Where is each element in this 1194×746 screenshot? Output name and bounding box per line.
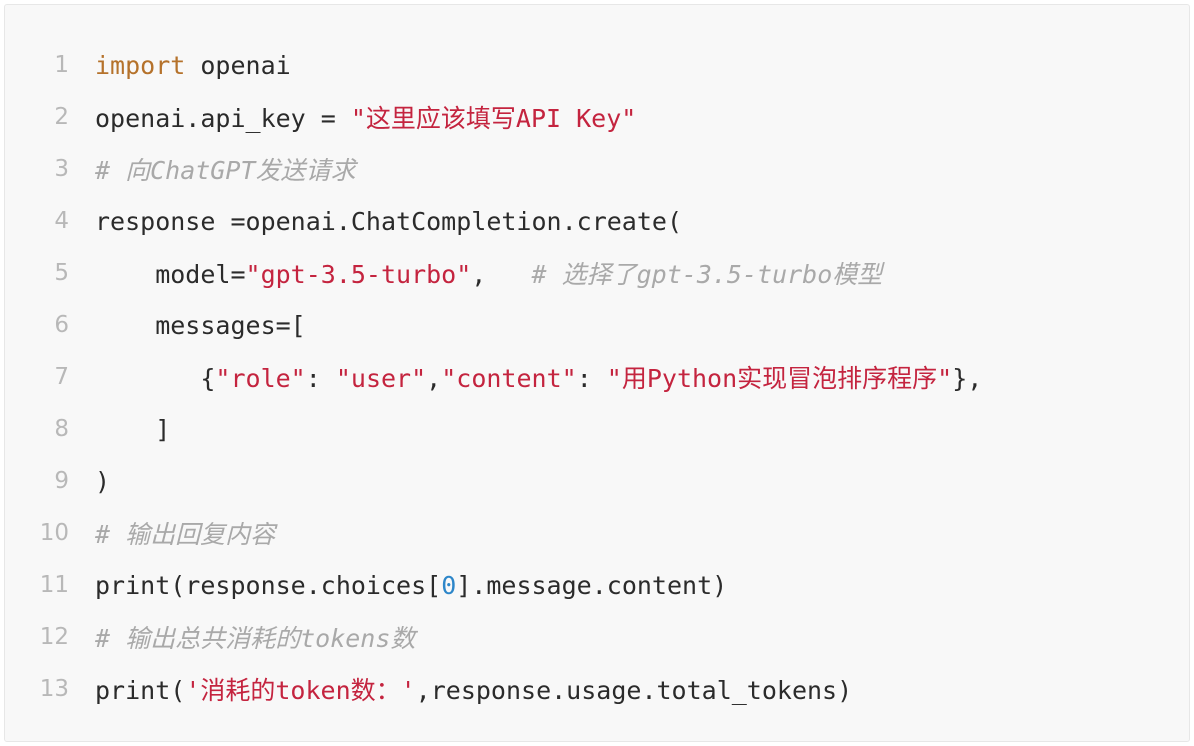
line-number: 11 <box>39 572 69 598</box>
code-text[interactable]: # 输出总共消耗的tokens数 <box>95 619 415 655</box>
code-token: { <box>95 364 216 393</box>
code-token: : <box>576 364 607 393</box>
comment-token: # 向ChatGPT发送请求 <box>95 156 356 185</box>
code-line: 6 messages=[ <box>5 299 1191 351</box>
code-line: 13 print('消耗的token数：',response.usage.tot… <box>5 663 1191 715</box>
line-number: 6 <box>54 312 69 338</box>
code-text[interactable]: openai.api_key = "这里应该填写API Key" <box>95 99 636 135</box>
code-text[interactable]: # 向ChatGPT发送请求 <box>95 151 355 187</box>
code-text[interactable]: # 输出回复内容 <box>95 515 275 551</box>
code-token: messages=[ <box>95 310 306 340</box>
code-text[interactable]: print(response.choices[0].message.conten… <box>95 571 727 600</box>
code-line: 11 print(response.choices[0].message.con… <box>5 559 1191 611</box>
line-number: 12 <box>39 624 69 650</box>
code-line: 2 openai.api_key = "这里应该填写API Key" <box>5 91 1191 143</box>
code-line: 1 import openai <box>5 39 1191 91</box>
code-line: 5 model="gpt-3.5-turbo", # 选择了gpt-3.5-tu… <box>5 247 1191 299</box>
string-token: "gpt-3.5-turbo" <box>245 260 472 289</box>
code-token: ,response.usage.total_tokens) <box>415 676 853 705</box>
string-token: "user" <box>335 364 427 393</box>
line-number: 10 <box>39 520 69 546</box>
code-text[interactable]: {"role": "user","content": "用Python实现冒泡排… <box>95 359 982 395</box>
line-number: 2 <box>54 104 69 130</box>
code-text[interactable]: print('消耗的token数：',response.usage.total_… <box>95 671 852 707</box>
code-line: 4 response =openai.ChatCompletion.create… <box>5 195 1191 247</box>
comment-token: # 输出总共消耗的tokens数 <box>95 624 416 653</box>
line-number: 7 <box>54 364 69 390</box>
code-token: ] <box>95 414 171 444</box>
code-token: response =openai.ChatCompletion.create( <box>95 206 682 236</box>
code-token: , <box>426 364 442 393</box>
code-block: 1 import openai 2 openai.api_key = "这里应该… <box>4 4 1190 742</box>
code-text[interactable]: messages=[ <box>95 311 306 340</box>
code-token: openai.api_key = <box>95 104 351 133</box>
line-number: 4 <box>54 208 69 234</box>
string-token: "content" <box>441 364 577 393</box>
code-text[interactable]: ) <box>95 467 110 496</box>
code-token: print( <box>95 676 186 705</box>
line-number: 1 <box>54 52 69 78</box>
code-text[interactable]: model="gpt-3.5-turbo", # 选择了gpt-3.5-turb… <box>95 255 882 291</box>
code-token: ].message.content) <box>456 570 728 600</box>
code-token: ) <box>95 466 111 496</box>
number-token: 0 <box>441 570 457 600</box>
code-line: 12 # 输出总共消耗的tokens数 <box>5 611 1191 663</box>
code-token: }, <box>952 364 983 393</box>
code-text[interactable]: import openai <box>95 51 291 80</box>
code-line: 8 ] <box>5 403 1191 455</box>
code-line: 7 {"role": "user","content": "用Python实现冒… <box>5 351 1191 403</box>
line-number: 9 <box>54 468 69 494</box>
code-token: , <box>471 260 532 289</box>
code-line: 9 ) <box>5 455 1191 507</box>
code-text[interactable]: ] <box>95 415 170 444</box>
code-token: : <box>305 364 336 393</box>
line-number: 5 <box>54 260 69 286</box>
code-token: openai <box>185 50 291 80</box>
comment-token: # 选择了gpt-3.5-turbo模型 <box>531 260 883 289</box>
string-token: "这里应该填写API Key" <box>350 104 637 133</box>
keyword-token: import <box>95 50 186 80</box>
line-number: 3 <box>54 156 69 182</box>
code-line: 10 # 输出回复内容 <box>5 507 1191 559</box>
code-line: 3 # 向ChatGPT发送请求 <box>5 143 1191 195</box>
string-token: '消耗的token数：' <box>185 676 416 705</box>
code-text[interactable]: response =openai.ChatCompletion.create( <box>95 207 682 236</box>
string-token: "role" <box>215 364 306 393</box>
code-token: model= <box>95 260 246 289</box>
string-token: "用Python实现冒泡排序程序" <box>606 364 953 393</box>
comment-token: # 输出回复内容 <box>95 520 276 549</box>
line-number: 13 <box>39 676 69 702</box>
code-token: print(response.choices[ <box>95 570 442 600</box>
line-number: 8 <box>54 416 69 442</box>
